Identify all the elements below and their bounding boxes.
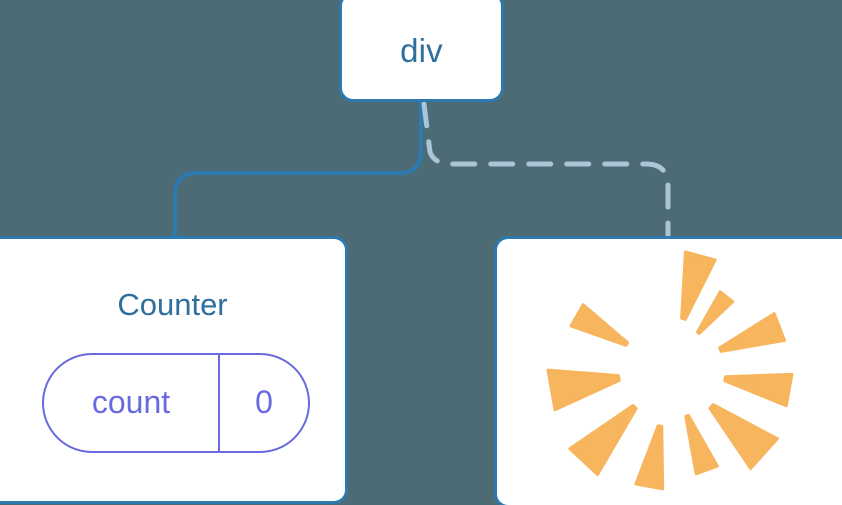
starburst-ray-8 (568, 404, 638, 476)
edge-div-to-burst (421, 101, 671, 247)
starburst-ray-5 (708, 403, 779, 470)
starburst-ray-7 (634, 424, 665, 491)
state-key-label: count (44, 355, 220, 451)
starburst-ray-9 (546, 368, 621, 412)
starburst-ray-3 (718, 312, 786, 353)
starburst-ray-2 (695, 290, 735, 335)
state-pill-count[interactable]: count 0 (42, 353, 310, 453)
starburst-ray-1 (680, 250, 717, 321)
state-value-label: 0 (255, 384, 273, 420)
node-div-label: div (400, 31, 443, 69)
starburst-ray-6 (684, 413, 719, 476)
starburst-icon (546, 250, 794, 491)
starburst-ray-4 (723, 372, 794, 408)
edge-div-to-counter (173, 99, 423, 242)
node-div[interactable]: div (339, 0, 504, 102)
starburst-ray-10 (569, 303, 630, 347)
node-counter-label: Counter (117, 287, 228, 322)
